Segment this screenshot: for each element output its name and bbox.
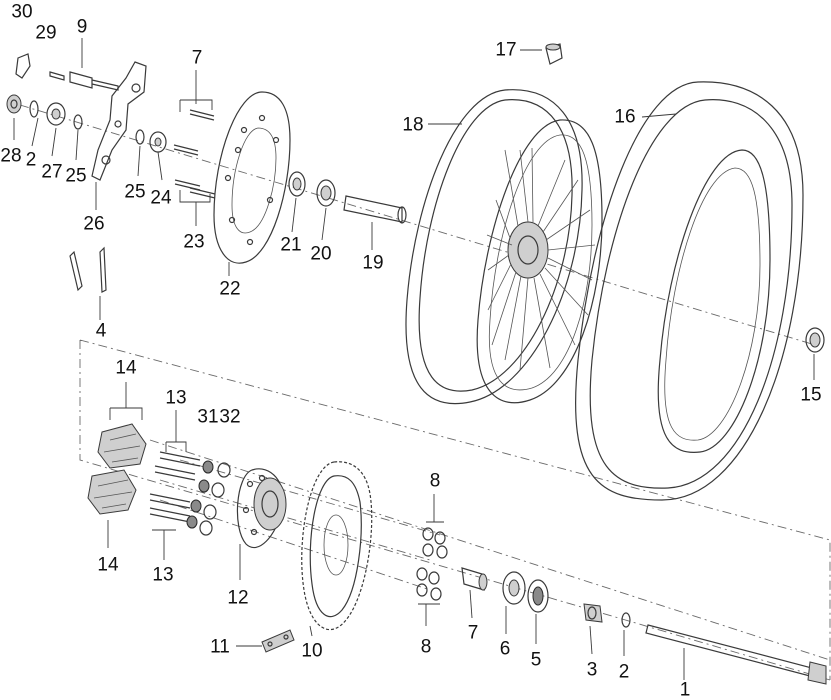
collar-7-lower [461, 567, 488, 591]
bearing-6 [502, 571, 526, 605]
label-part-14-lower: 14 [97, 554, 119, 576]
assembly-boundary [79, 339, 831, 681]
label-part-21: 21 [280, 234, 302, 256]
label-part-8-upper: 8 [429, 470, 441, 492]
sprocket [301, 461, 373, 631]
sprocket-hub [236, 468, 287, 549]
axle-spacer [343, 195, 407, 224]
ring-25-left [73, 114, 83, 130]
disc-bolts-23 [174, 179, 216, 199]
leader-lines [13, 38, 815, 680]
axle-bolt [645, 624, 827, 685]
label-part-25-left: 25 [65, 165, 87, 187]
center-line-lower [149, 439, 831, 661]
label-part-13-lower: 13 [152, 564, 174, 586]
chain-link [261, 629, 295, 653]
bearing-21 [288, 171, 306, 197]
label-part-14-upper: 14 [115, 357, 137, 379]
label-part-20: 20 [310, 243, 332, 265]
label-part-5: 5 [530, 649, 542, 671]
label-part-29: 29 [35, 22, 57, 44]
label-part-11: 11 [210, 636, 230, 658]
label-part-30: 30 [11, 1, 33, 23]
label-part-13-upper: 13 [165, 387, 187, 409]
damper-rubber-lower [87, 469, 137, 515]
washer-2-upper [29, 100, 39, 118]
bearing-20 [316, 179, 336, 207]
bolt-29 [49, 71, 65, 81]
label-part-7-upper: 7 [191, 47, 203, 69]
label-part-3: 3 [586, 659, 598, 681]
clip-30 [15, 53, 31, 79]
label-part-26: 26 [83, 213, 105, 235]
label-part-1: 1 [679, 679, 691, 700]
label-part-2-upper: 2 [25, 149, 37, 171]
label-part-22: 22 [219, 278, 241, 300]
oil-seal-5 [527, 579, 549, 613]
ring-25-right [135, 129, 145, 145]
axle-nut-3 [583, 603, 603, 623]
cotter-pins [69, 246, 107, 293]
damper-rubber-upper [97, 423, 147, 469]
label-part-18: 18 [402, 114, 424, 136]
center-line-stud-b [159, 499, 431, 591]
label-part-27: 27 [41, 161, 63, 183]
label-part-15: 15 [800, 384, 822, 406]
label-part-19: 19 [362, 252, 384, 274]
nut-28 [6, 94, 22, 114]
center-line-upper [19, 104, 816, 346]
label-part-6: 6 [499, 638, 511, 660]
nuts-8-lower [416, 567, 442, 601]
label-part-16: 16 [614, 106, 636, 128]
label-part-9: 9 [76, 16, 88, 38]
tyre-valve [545, 43, 563, 65]
label-part-10: 10 [301, 640, 323, 662]
label-part-25-right: 25 [124, 181, 146, 203]
label-part-17: 17 [495, 39, 517, 61]
washers-32 [199, 462, 231, 536]
disc-bolts-7 [173, 109, 215, 156]
oil-seal-15 [805, 327, 825, 353]
label-part-4: 4 [95, 320, 107, 342]
center-line-hub [179, 459, 441, 536]
label-part-12: 12 [227, 587, 249, 609]
nuts-8-upper [422, 527, 448, 559]
label-part-32: 32 [219, 406, 241, 428]
washer-2-lower [621, 612, 631, 628]
studs-13-lower [149, 493, 191, 523]
nuts-31 [186, 460, 214, 529]
center-line-stud-a [159, 479, 431, 561]
pin-9 [69, 71, 119, 91]
brake-disc [213, 91, 291, 264]
collar-27 [46, 102, 66, 126]
label-part-7-lower: 7 [467, 622, 479, 644]
label-part-23: 23 [183, 231, 205, 253]
label-part-28: 28 [0, 145, 22, 167]
label-part-2-lower: 2 [618, 661, 630, 683]
tyre [575, 81, 804, 501]
caliper-bracket [91, 61, 147, 181]
label-part-31: 31 [197, 406, 219, 428]
rim [405, 89, 603, 405]
studs-13-upper [154, 451, 201, 481]
label-part-8-lower: 8 [420, 636, 432, 658]
collar-24 [149, 131, 167, 153]
label-part-24: 24 [150, 187, 172, 209]
